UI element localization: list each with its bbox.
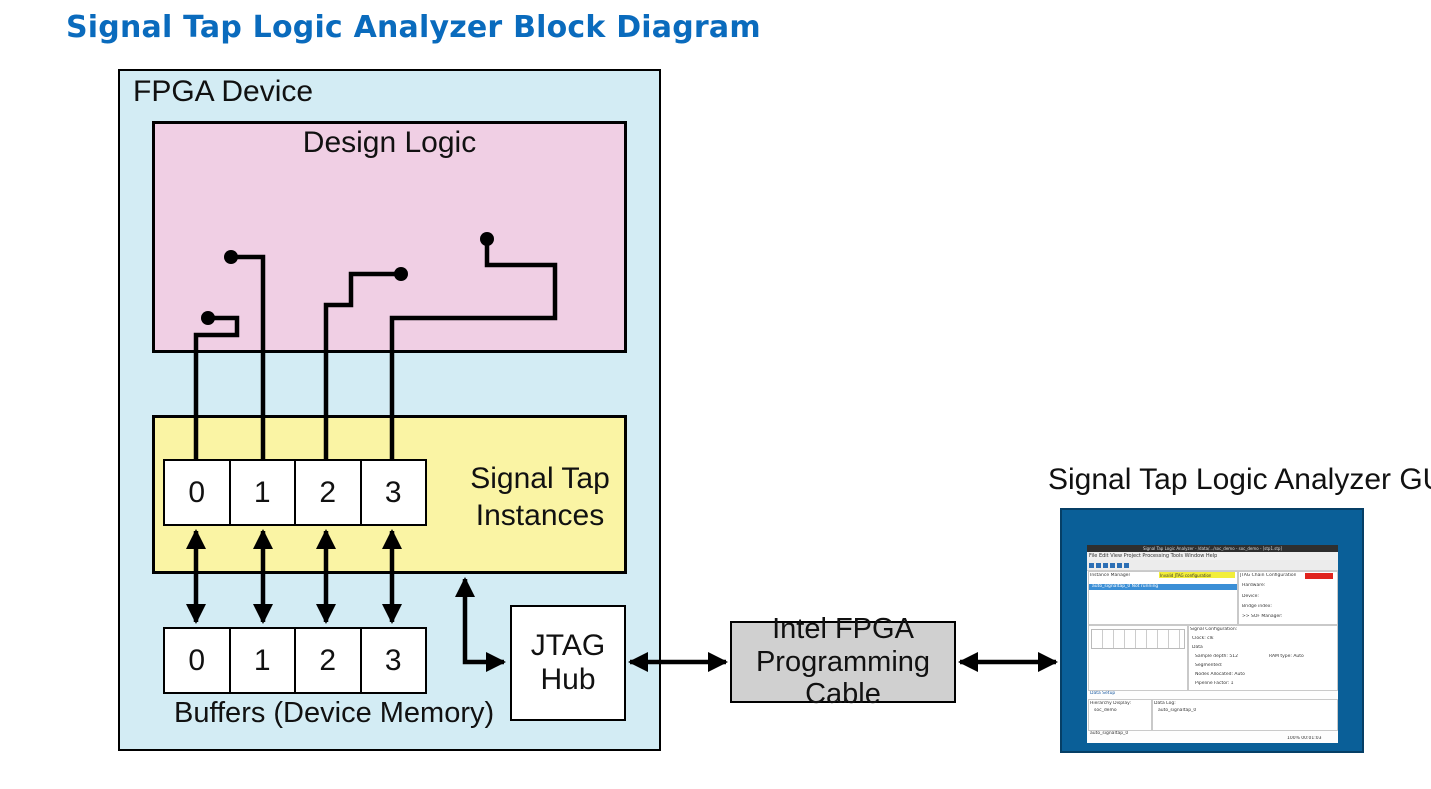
- gui-jtag-chain: JTAG Chain Configuration: [1240, 573, 1297, 578]
- gui-error-badge: [1305, 573, 1333, 579]
- gui-jtag-status: Invalid JTAG configuration: [1160, 573, 1212, 578]
- gui-nodes: Nodes Allocated: Auto: [1195, 672, 1245, 677]
- probe-dot-0: [201, 311, 215, 325]
- gui-window-title: Signal Tap Logic Analyzer - /data/.../so…: [1087, 545, 1338, 552]
- gui-jtag-status-bg: [1159, 572, 1235, 578]
- stap-jtag-arrow: [454, 576, 507, 673]
- gui-data-log-pane: Data Log: auto_signaltap_0: [1152, 699, 1338, 731]
- jtag-hub-line2: Hub: [540, 663, 596, 696]
- buffer-cell-0: 0: [165, 629, 231, 692]
- jtag-hub-box: JTAG Hub: [510, 605, 626, 721]
- design-logic-label: Design Logic: [302, 126, 477, 159]
- instance-cell-3: 3: [384, 475, 402, 509]
- gui-hierarchy-pane: Hierarchy Display: soc_demo: [1088, 699, 1152, 731]
- gui-menu-bar: File Edit View Project Processing Tools …: [1087, 552, 1338, 560]
- gui-instance-manager: Instance Manager: [1090, 573, 1131, 578]
- instance-cell-0: 0: [165, 461, 231, 524]
- probe-wire-3: [389, 239, 558, 460]
- gui-ram-type: RAM type: Auto: [1269, 654, 1304, 659]
- instance-cells: 0 1 2 3: [163, 459, 427, 526]
- probe-wire-2: [323, 271, 400, 460]
- toolbar-icon: [1110, 562, 1115, 568]
- probe-wire-1: [232, 254, 266, 460]
- toolbar-icon: [1103, 562, 1108, 568]
- gui-segmented: Segmented:: [1195, 663, 1223, 668]
- gui-toolbar: [1087, 560, 1338, 571]
- gui-window: Signal Tap Logic Analyzer - /data/.../so…: [1087, 545, 1338, 743]
- instance-cell-2: 2: [296, 461, 362, 524]
- buffer-cell-1: 1: [231, 629, 296, 692]
- page-title: Signal Tap Logic Analyzer Block Diagram: [66, 10, 761, 45]
- gui-trigger-table: [1091, 629, 1185, 649]
- programming-cable-box: Intel FPGA Programming Cable: [730, 613, 956, 710]
- gui-data-log: Data Log:: [1154, 701, 1176, 706]
- gui-instance-row: auto_signaltap_0 Not running: [1092, 584, 1159, 589]
- gui-instance-row-bg: [1089, 584, 1237, 590]
- gui-bridge: Bridge index:: [1242, 604, 1272, 609]
- design-logic-box: Design Logic: [152, 121, 627, 353]
- gui-signal-config-pane: Signal Configuration: Clock: clk Data Sa…: [1188, 625, 1338, 691]
- cable-line2: Programming Cable: [755, 645, 931, 711]
- fpga-device-label: FPGA Device: [133, 75, 314, 108]
- gui-tabs: Data Setup: [1090, 691, 1116, 696]
- gui-pipeline: Pipeline Factor: 1: [1195, 681, 1234, 686]
- probe-dot-1: [224, 250, 238, 264]
- signal-tap-label: Signal Tap Instances: [445, 460, 635, 534]
- gui-hier-item: soc_demo: [1094, 708, 1117, 713]
- instance-cell-1: 1: [231, 461, 296, 524]
- probe-wire-0: [193, 315, 240, 460]
- gui-instance-pane: Instance Manager Invalid JTAG configurat…: [1088, 571, 1238, 625]
- toolbar-icon: [1096, 562, 1101, 568]
- probe-dot-3: [480, 232, 494, 246]
- toolbar-icon: [1117, 562, 1122, 568]
- buffer-cell-3: 3: [384, 643, 402, 677]
- gui-clock: Clock: clk: [1192, 636, 1214, 641]
- gui-data: Data: [1192, 645, 1203, 650]
- toolbar-icon: [1089, 562, 1094, 568]
- buffer-cells: 0 1 2 3: [163, 627, 427, 694]
- gui-bottom-tab: auto_signaltap_0: [1090, 731, 1129, 736]
- buffers-label: Buffers (Device Memory): [174, 697, 495, 729]
- gui-screenshot: Signal Tap Logic Analyzer - /data/.../so…: [1060, 508, 1364, 753]
- gui-trigger-pane: [1088, 625, 1188, 691]
- gui-device: Device:: [1242, 594, 1259, 599]
- gui-data-log-item: auto_signaltap_0: [1158, 708, 1197, 713]
- gui-signal-config: Signal Configuration:: [1190, 627, 1238, 632]
- buffer-cell-2: 2: [296, 629, 362, 692]
- gui-sample-depth: Sample depth: 512: [1195, 654, 1238, 659]
- jtag-hub-line1: JTAG: [530, 629, 606, 663]
- probe-dot-2: [394, 267, 408, 281]
- gui-hierarchy: Hierarchy Display:: [1090, 701, 1131, 706]
- gui-hardware: Hardware:: [1242, 583, 1266, 588]
- cable-line1: Intel FPGA: [772, 613, 914, 646]
- gui-sof: >> SOF Manager:: [1242, 614, 1283, 619]
- gui-status: 100% 00:01:03: [1287, 736, 1322, 741]
- gui-jtag-pane: JTAG Chain Configuration Hardware: Devic…: [1238, 571, 1338, 625]
- toolbar-icon: [1124, 562, 1129, 568]
- signal-tap-label-line2: Instances: [475, 499, 605, 532]
- gui-label: Signal Tap Logic Analyzer GUI: [1048, 463, 1431, 496]
- signal-tap-label-line1: Signal Tap: [470, 462, 610, 495]
